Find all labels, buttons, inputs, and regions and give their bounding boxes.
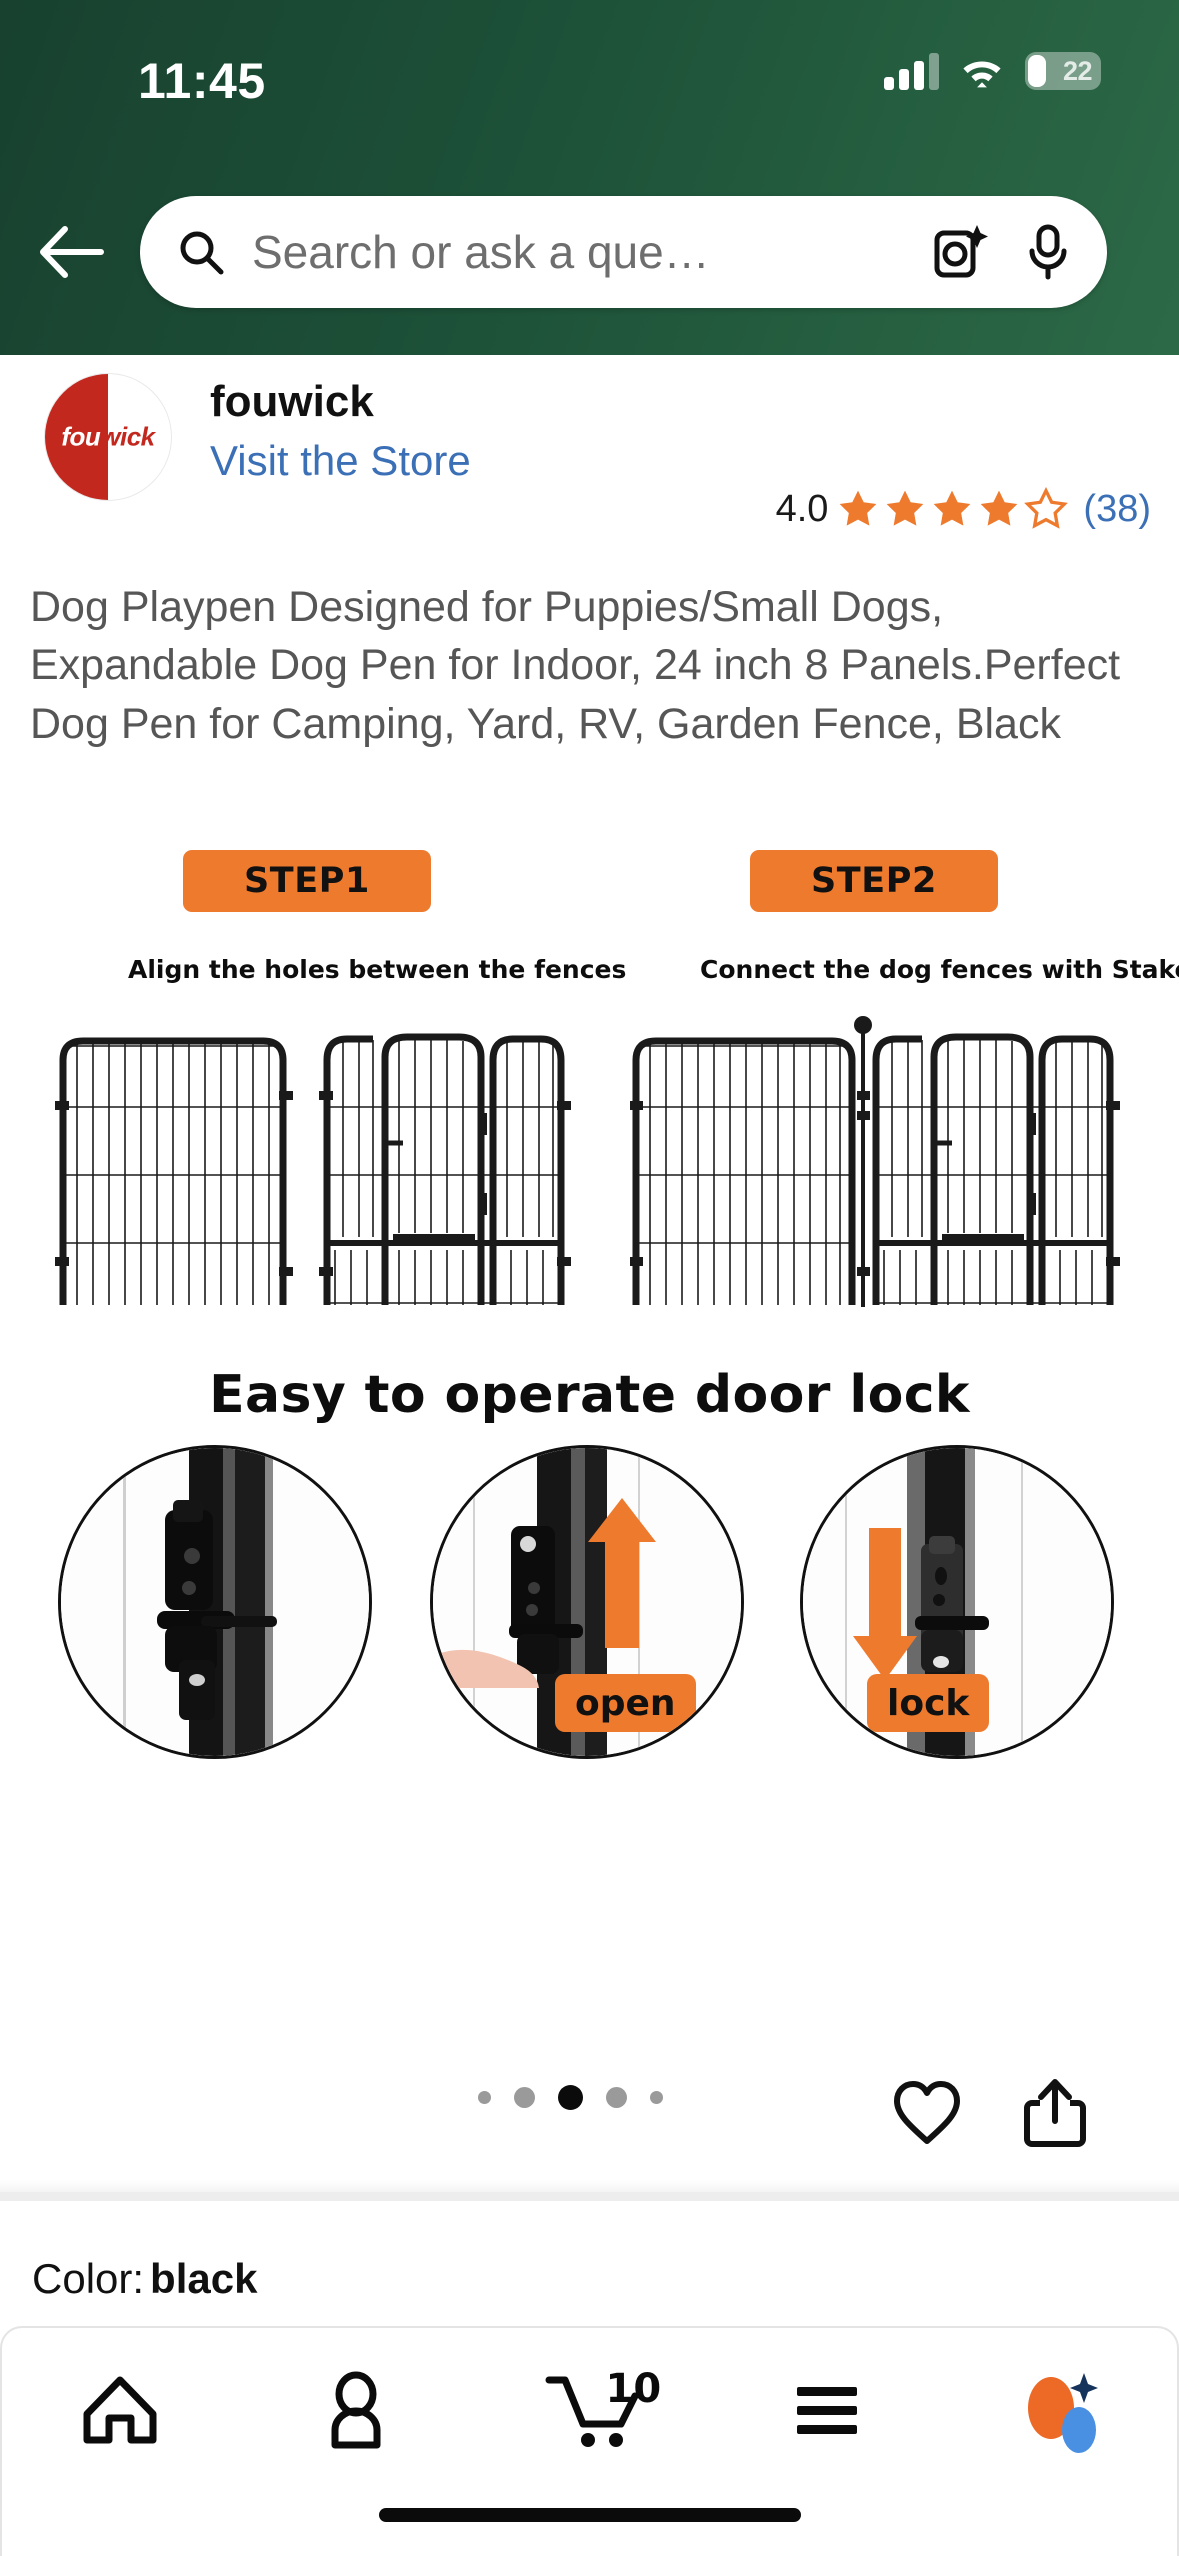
carousel-dot-active[interactable] <box>558 2085 583 2110</box>
star-filled-icon <box>981 490 1018 526</box>
step1-caption: Align the holes between the fences <box>128 955 627 984</box>
battery-icon: 22 <box>1025 52 1101 90</box>
color-label: Color: <box>32 2255 145 2302</box>
logo-red-half <box>45 374 108 500</box>
section-divider <box>0 2192 1179 2201</box>
lock-label: lock <box>867 1674 990 1732</box>
heart-outline-icon[interactable] <box>887 2073 967 2153</box>
carousel-dot[interactable] <box>650 2091 663 2104</box>
person-icon <box>322 2371 390 2454</box>
store-header: fouwick fouwick Visit the Store 4.0 (38) <box>0 365 1179 530</box>
camera-lens-sparkle-icon[interactable] <box>927 221 989 283</box>
hamburger-menu-icon <box>791 2381 863 2444</box>
carousel-dot[interactable] <box>478 2091 491 2104</box>
door-lock-heading: Easy to operate door lock <box>209 1365 970 1425</box>
section-scrim <box>0 2180 1179 2192</box>
battery-percent: 22 <box>1062 55 1093 86</box>
rating-value: 4.0 <box>775 487 829 530</box>
sparkle-icon <box>1070 2373 1099 2403</box>
ai-blue-blob <box>1062 2407 1097 2453</box>
star-filled-icon <box>934 490 971 526</box>
signal-bars-icon <box>884 52 939 90</box>
lock-photo-locked: lock <box>800 1445 1114 1759</box>
shopping-cart-icon <box>543 2370 639 2455</box>
status-time: 11:45 <box>138 53 266 109</box>
star-filled-icon <box>840 490 877 526</box>
product-image-carousel[interactable]: STEP1 STEP2 Align the holes between the … <box>0 820 1179 2020</box>
color-value: black <box>150 2255 258 2302</box>
open-label: open <box>555 1674 696 1732</box>
status-bar: 11:45 22 <box>0 0 1179 130</box>
store-name[interactable]: fouwick <box>210 377 374 426</box>
rating-stars <box>835 487 1069 531</box>
product-title: Dog Playpen Designed for Puppies/Small D… <box>30 583 1121 748</box>
bottom-navigation-bar: 10 <box>0 2326 1179 2556</box>
search-row: Search or ask a que… <box>0 192 1179 312</box>
step2-caption: Connect the dog fences with Stakes <box>700 955 1179 984</box>
carousel-dot[interactable] <box>606 2087 627 2108</box>
lock-photo-closeup <box>58 1445 372 1759</box>
back-arrow-icon[interactable] <box>24 206 120 298</box>
cart-badge-count: 10 <box>605 2366 662 2412</box>
lock-photo-open: open <box>430 1445 744 1759</box>
carousel-dot[interactable] <box>514 2087 535 2108</box>
nav-cart-button[interactable]: 10 <box>474 2328 710 2496</box>
star-outline-icon <box>1024 487 1069 529</box>
color-selection: Color:black <box>32 2255 257 2303</box>
home-icon <box>81 2374 159 2451</box>
nav-assistant-button[interactable] <box>945 2328 1179 2496</box>
search-icon <box>176 227 226 277</box>
logo-text-left: fou <box>61 421 101 452</box>
search-placeholder: Search or ask a que… <box>252 226 710 278</box>
nav-account-button[interactable] <box>238 2328 474 2496</box>
visit-store-link[interactable]: Visit the Store <box>210 437 471 484</box>
share-icon[interactable] <box>1015 2073 1095 2153</box>
store-logo[interactable]: fouwick <box>44 373 172 501</box>
nav-home-button[interactable] <box>2 2328 238 2496</box>
carousel-controls <box>0 2055 1179 2165</box>
step2-fence-diagram <box>630 1016 1120 1307</box>
carousel-dots[interactable] <box>478 2085 663 2110</box>
status-indicators: 22 <box>884 52 1101 90</box>
rating-summary[interactable]: 4.0 (38) <box>776 487 1151 531</box>
microphone-icon[interactable] <box>1023 221 1073 283</box>
step1-fence-diagram <box>55 1033 571 1305</box>
review-count[interactable]: (38) <box>1083 487 1151 530</box>
ai-assistant-icon <box>1022 2371 1104 2453</box>
logo-wordmark: fouwick <box>45 422 171 453</box>
home-indicator <box>378 2508 801 2522</box>
nav-menu-button[interactable] <box>709 2328 945 2496</box>
search-input[interactable]: Search or ask a que… <box>140 196 1107 308</box>
wifi-icon <box>959 53 1005 89</box>
step2-badge: STEP2 <box>750 850 998 912</box>
logo-text-right: wick <box>100 421 155 452</box>
star-filled-icon <box>887 490 924 526</box>
step1-badge: STEP1 <box>183 850 431 912</box>
app-header: 11:45 22 <box>0 0 1179 355</box>
